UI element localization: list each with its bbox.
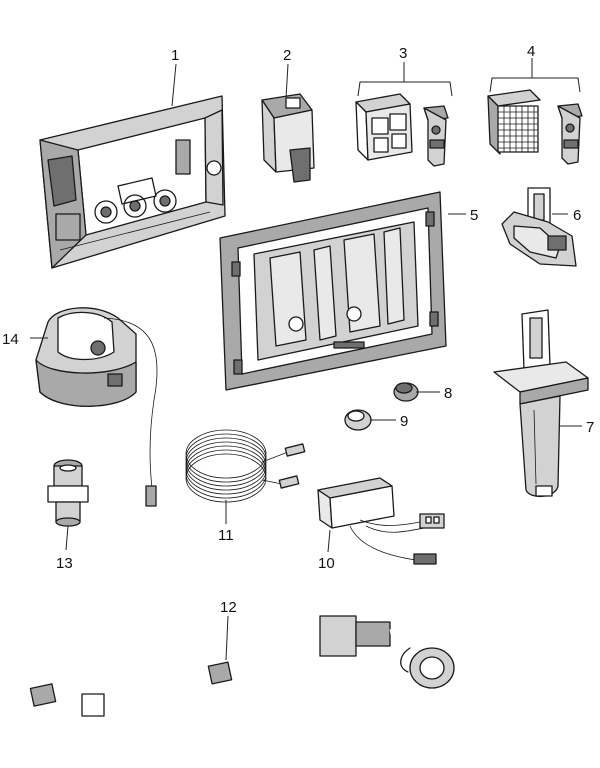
label-part-3: 3 [399,45,407,62]
part-7-tube-holder [493,309,589,497]
part-11-cable-coil [185,429,306,503]
part-4-bracket-set [487,89,583,165]
part-10-power-unit [317,477,445,565]
label-part-8: 8 [444,385,452,402]
label-part-11: 11 [218,527,234,544]
part-1-mounting-plate [39,95,226,269]
leader-lines [30,58,582,661]
part-12-hose-assembly [29,614,497,717]
label-part-1: 1 [171,47,179,64]
part-5-frame [219,191,447,391]
label-part-4: 4 [527,43,535,60]
label-part-9: 9 [400,413,408,430]
part-14-sensor-housing [35,307,158,507]
part-13-valve-insert [47,459,89,527]
label-part-7: 7 [586,419,594,436]
part-labels: 1 2 3 4 5 6 7 8 9 10 11 12 13 14 [2,43,594,616]
label-part-2: 2 [283,47,291,64]
label-part-6: 6 [573,207,581,224]
part-9-cap [344,409,372,431]
part-2-module [261,93,315,183]
label-part-10: 10 [318,555,335,572]
part-3-bracket-set [355,93,449,167]
label-part-14: 14 [2,331,19,348]
label-part-5: 5 [470,207,478,224]
label-part-13: 13 [56,555,73,572]
part-8-cap [393,382,419,402]
part-6-holder [501,187,577,267]
label-part-12: 12 [220,599,237,616]
